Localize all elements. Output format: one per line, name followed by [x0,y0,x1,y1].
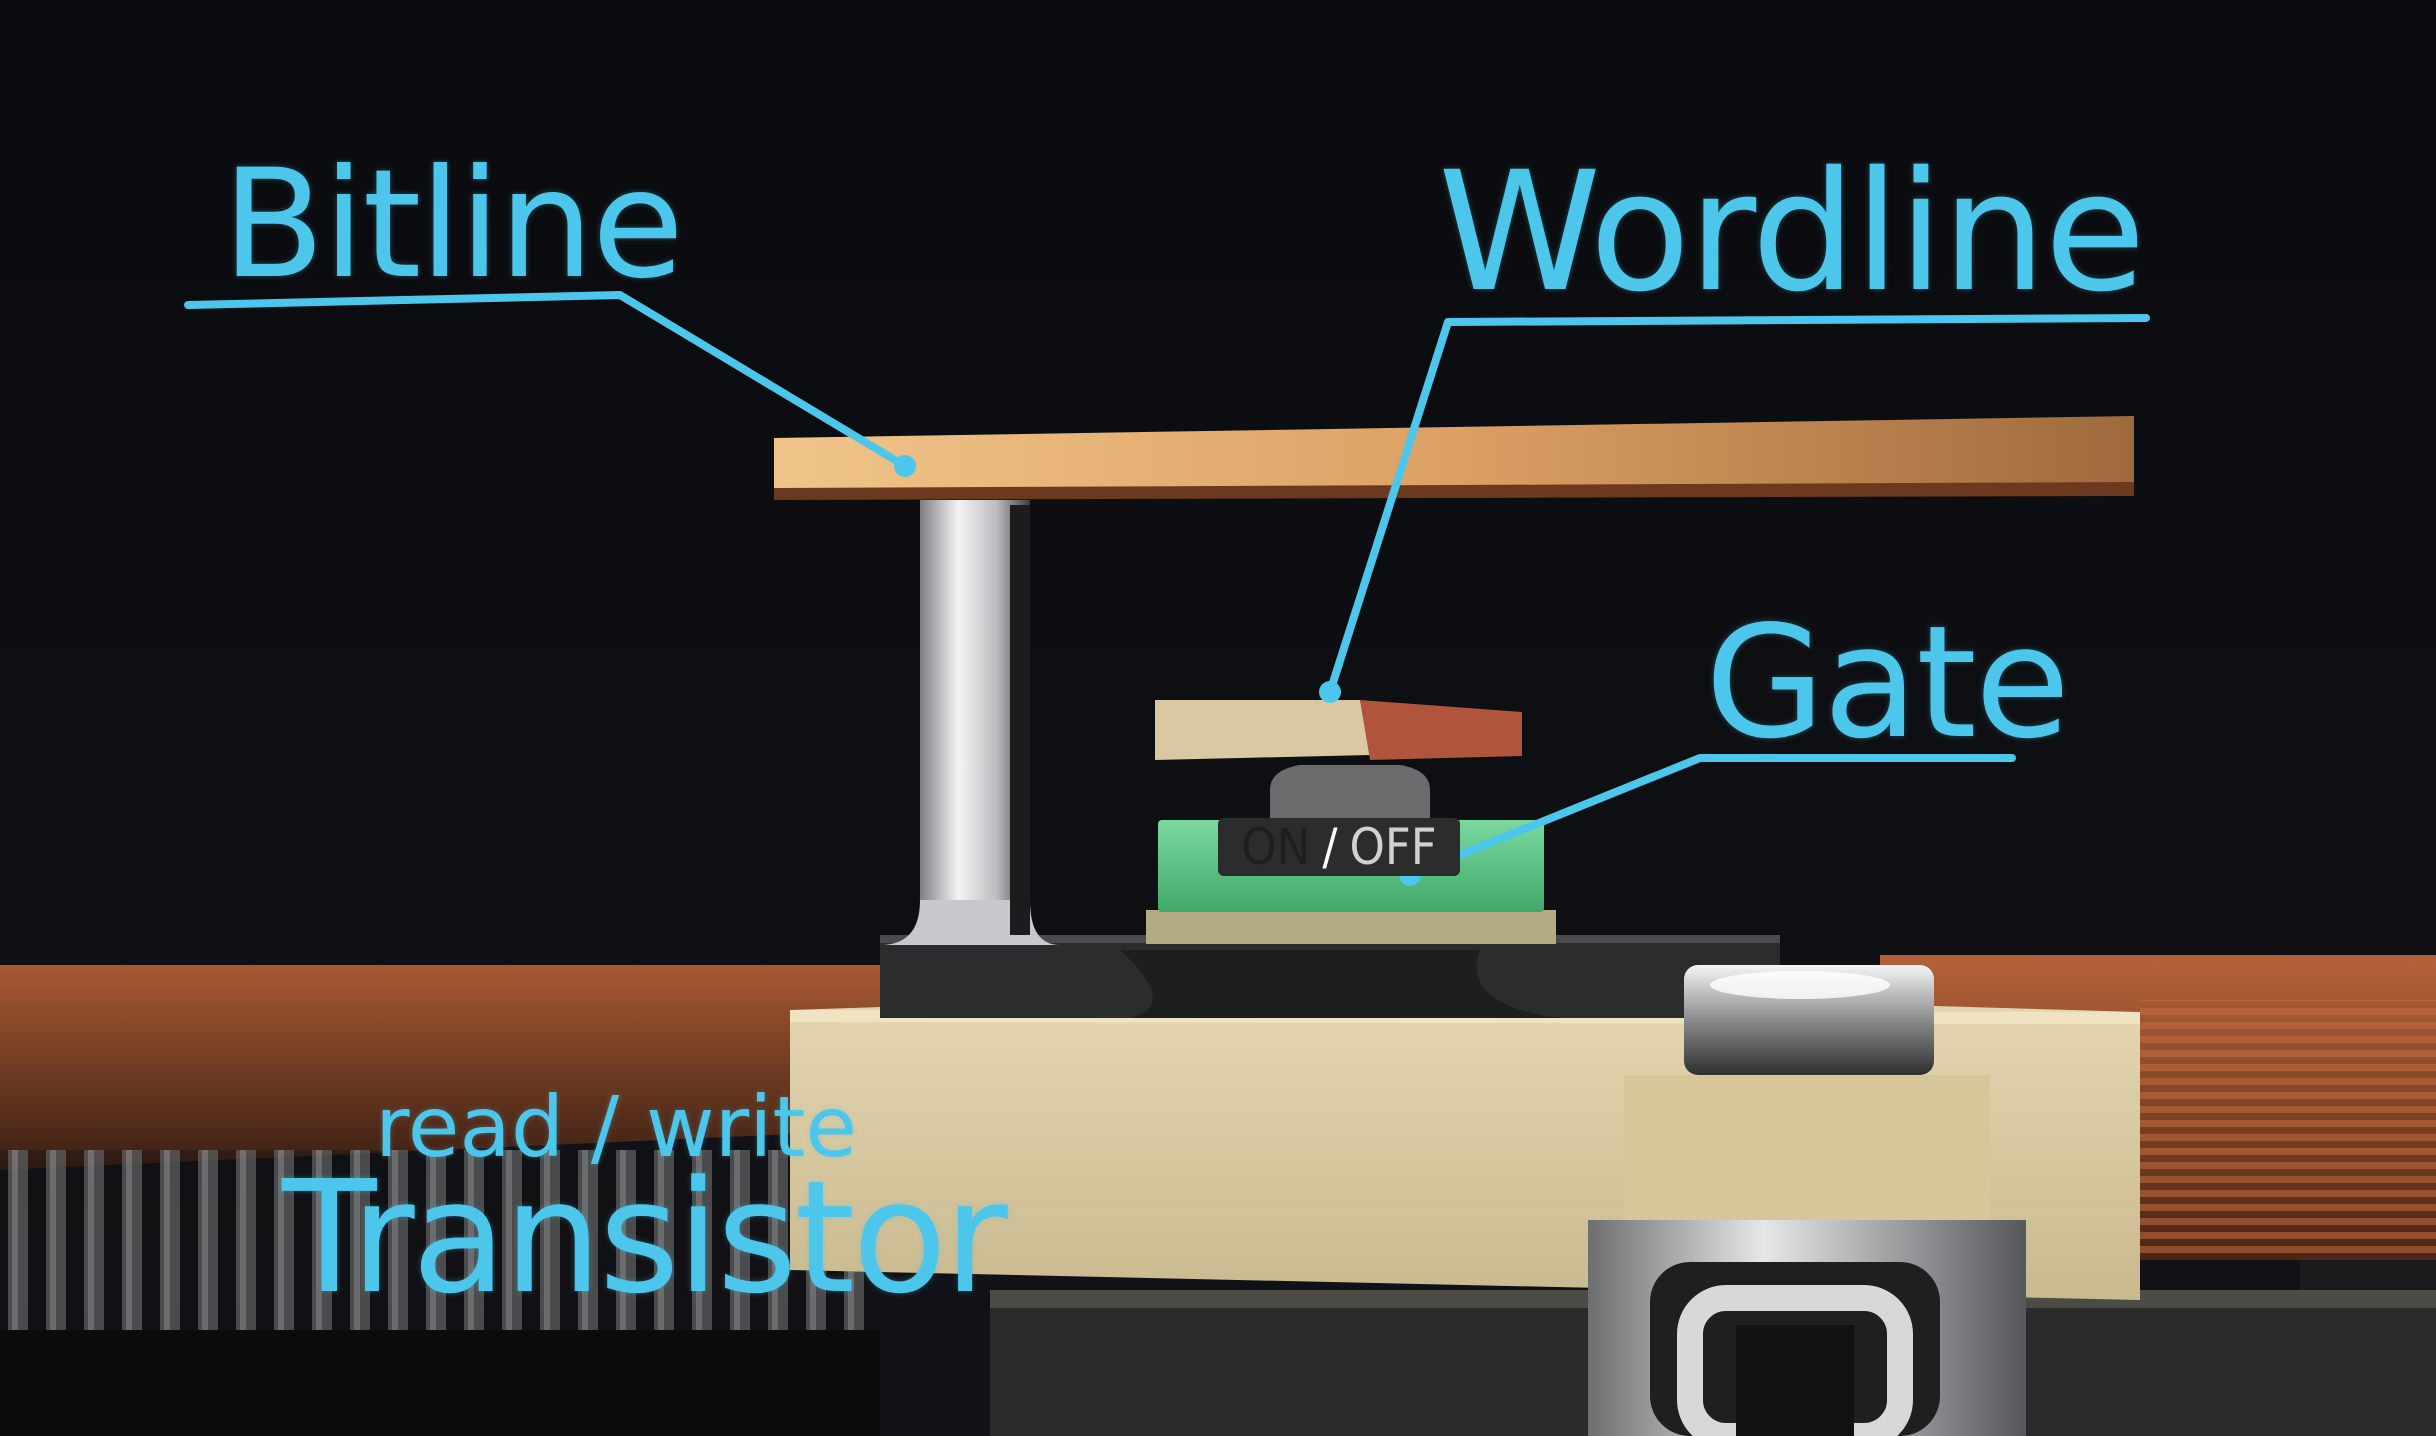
transistor-label: Transistor [282,1160,1005,1315]
switch-off-text: OFF [1350,822,1437,872]
on-off-switch-display: ON / OFF [1218,818,1460,876]
gate-label: Gate [1705,605,2068,760]
wordline-label: Wordline [1438,150,2144,315]
switch-separator: / [1322,822,1337,872]
switch-on-text: ON [1241,822,1310,872]
bitline-label: Bitline [222,150,682,300]
